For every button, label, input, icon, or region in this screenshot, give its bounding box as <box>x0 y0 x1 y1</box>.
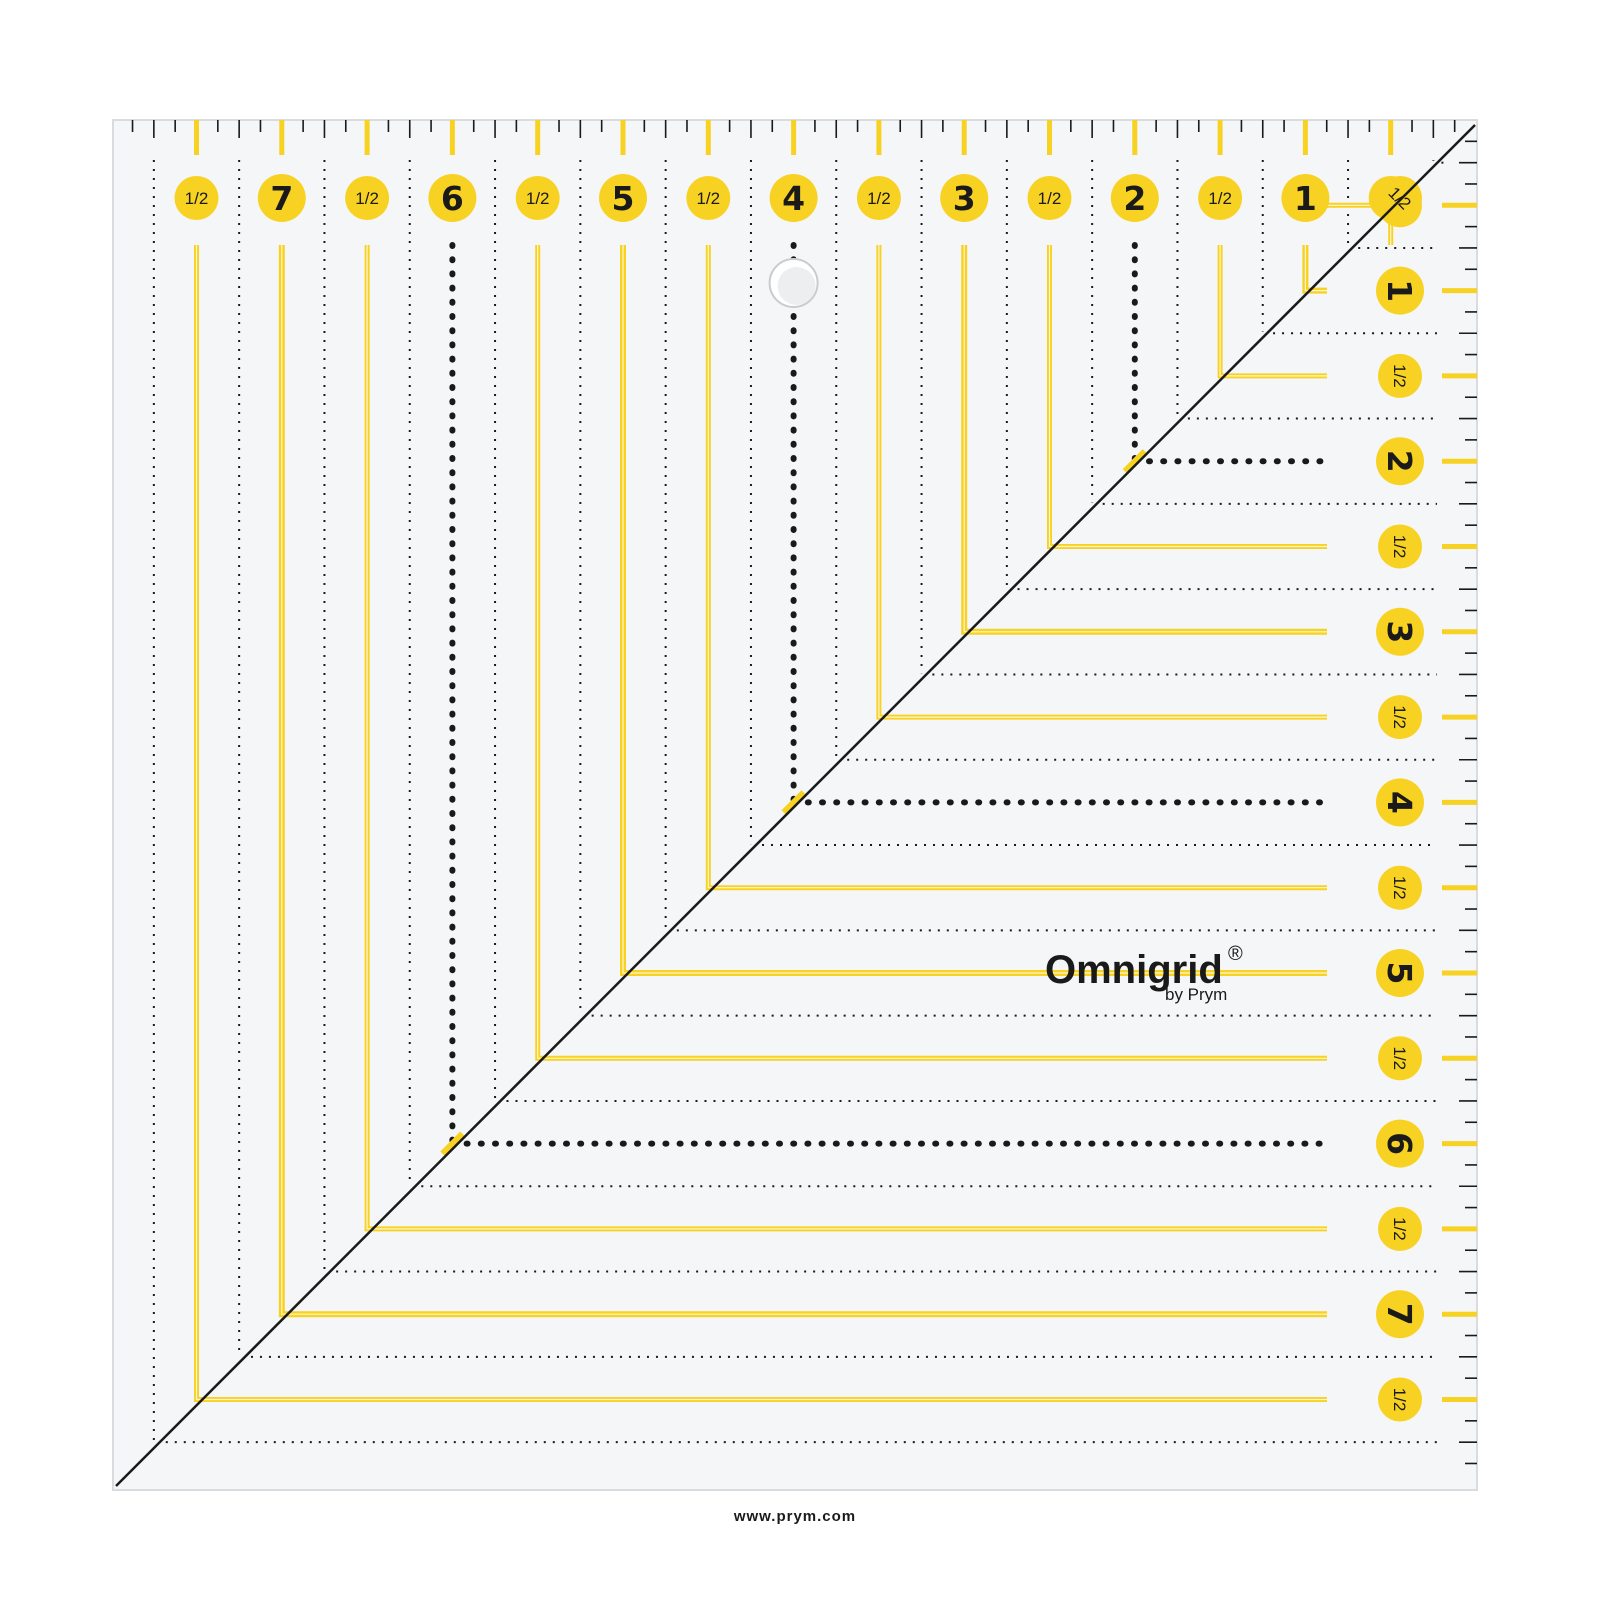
yellow-line-highlight <box>1048 245 1327 548</box>
right-label-circle <box>1376 778 1424 827</box>
yellow-measurement-lines <box>194 120 1477 1402</box>
yellow-line-highlight <box>1219 245 1327 377</box>
top-inch-label: 1 <box>1294 179 1317 218</box>
yellow-line-highlight <box>622 245 1327 974</box>
diagonal-45-degree-line <box>115 124 1476 1487</box>
yellow-line-highlight <box>195 245 1327 1401</box>
hole-shadow <box>777 267 816 305</box>
right-label-circle <box>1378 1036 1422 1081</box>
right-inch-label: 7 <box>1380 1303 1419 1326</box>
right-half-label: 1/2 <box>1390 705 1409 729</box>
top-label-circle <box>940 174 989 222</box>
top-label-circle <box>515 176 560 220</box>
measurement-labels: 1/2 1/2 1 1 1/2 1/2 2 2 1/2 1/2 3 3 1/2 1/2 4 4 1/2 1/2 5 5… <box>174 174 1424 1422</box>
top-inch-label: 5 <box>612 179 635 218</box>
top-label-circle <box>1198 176 1243 220</box>
top-inch-label: 7 <box>270 179 293 218</box>
right-half-label: 1/2 <box>1390 535 1409 559</box>
top-half-label: 1/2 <box>185 189 209 208</box>
right-inch-label: 3 <box>1380 620 1419 643</box>
top-inch-label: 2 <box>1123 179 1146 218</box>
right-label-circle <box>1376 437 1424 486</box>
top-label-circle <box>686 176 731 220</box>
right-inch-label: 5 <box>1380 962 1419 985</box>
right-half-label: 1/2 <box>1390 1388 1409 1412</box>
right-half-label: 1/2 <box>1390 364 1409 388</box>
right-inch-label: 2 <box>1380 450 1419 473</box>
top-label-circle <box>428 174 477 222</box>
right-label-circle <box>1376 607 1424 656</box>
right-label-circle <box>1376 1290 1424 1339</box>
top-label-circle <box>856 176 901 220</box>
right-label-circle <box>1376 266 1424 315</box>
registered-mark: ® <box>1228 943 1243 965</box>
hanging-hole <box>768 258 819 308</box>
right-label-circle <box>1378 695 1422 740</box>
top-half-label: 1/2 <box>867 189 891 208</box>
top-half-label: 1/2 <box>355 189 379 208</box>
top-label-circle <box>1027 176 1072 220</box>
eighth-inch-dotted-grid <box>152 160 1444 1444</box>
right-label-circle <box>1378 353 1422 398</box>
right-label-circle <box>1378 865 1422 910</box>
yellow-line-highlight <box>1304 245 1327 292</box>
brand-name: Omnigrid <box>1045 948 1223 992</box>
top-half-label: 1/2 <box>1208 189 1232 208</box>
right-half-label: 1/2 <box>1390 1217 1409 1241</box>
corner-half-circle <box>1378 176 1422 220</box>
right-half-label: 1/2 <box>1390 1046 1409 1070</box>
brand-tagline: by Prym <box>1165 985 1227 1004</box>
yellow-line-highlight <box>281 245 1327 1315</box>
corner-marker <box>781 790 806 815</box>
top-half-label: 1/2 <box>1038 189 1062 208</box>
corner-marker <box>1122 449 1147 474</box>
yellow-line-highlight <box>878 245 1327 718</box>
top-label-circle <box>174 176 219 220</box>
top-label-circle <box>1281 174 1330 222</box>
top-label-circle <box>257 174 306 222</box>
right-inch-label: 4 <box>1380 791 1419 814</box>
top-label-circle <box>599 174 647 222</box>
yellow-line-highlight <box>707 245 1327 889</box>
right-label-circle <box>1378 1206 1422 1251</box>
top-half-label: 1/2 <box>526 189 550 208</box>
yellow-line-highlight <box>366 245 1327 1230</box>
top-label-circle <box>769 174 818 222</box>
top-inch-label: 4 <box>782 179 805 218</box>
right-half-label: 1/2 <box>1390 876 1409 900</box>
top-label-circle <box>345 176 390 220</box>
brand-logo: Omnigrid ® by Prym <box>1045 943 1243 1004</box>
right-label-circle <box>1378 1377 1422 1422</box>
right-inch-label: 1 <box>1380 279 1419 302</box>
corner-marker <box>440 1131 465 1156</box>
yellow-line-highlight <box>963 245 1327 633</box>
yellow-line-highlight <box>537 245 1327 1059</box>
website-url: www.prym.com <box>733 1508 856 1525</box>
right-label-circle <box>1378 524 1422 569</box>
right-label-circle <box>1376 949 1424 997</box>
top-inch-label: 6 <box>441 179 464 218</box>
right-label-circle <box>1376 1119 1424 1168</box>
top-half-label: 1/2 <box>696 189 720 208</box>
top-inch-label: 3 <box>953 179 976 218</box>
right-inch-label: 6 <box>1380 1132 1419 1155</box>
top-label-circle <box>1110 174 1159 222</box>
